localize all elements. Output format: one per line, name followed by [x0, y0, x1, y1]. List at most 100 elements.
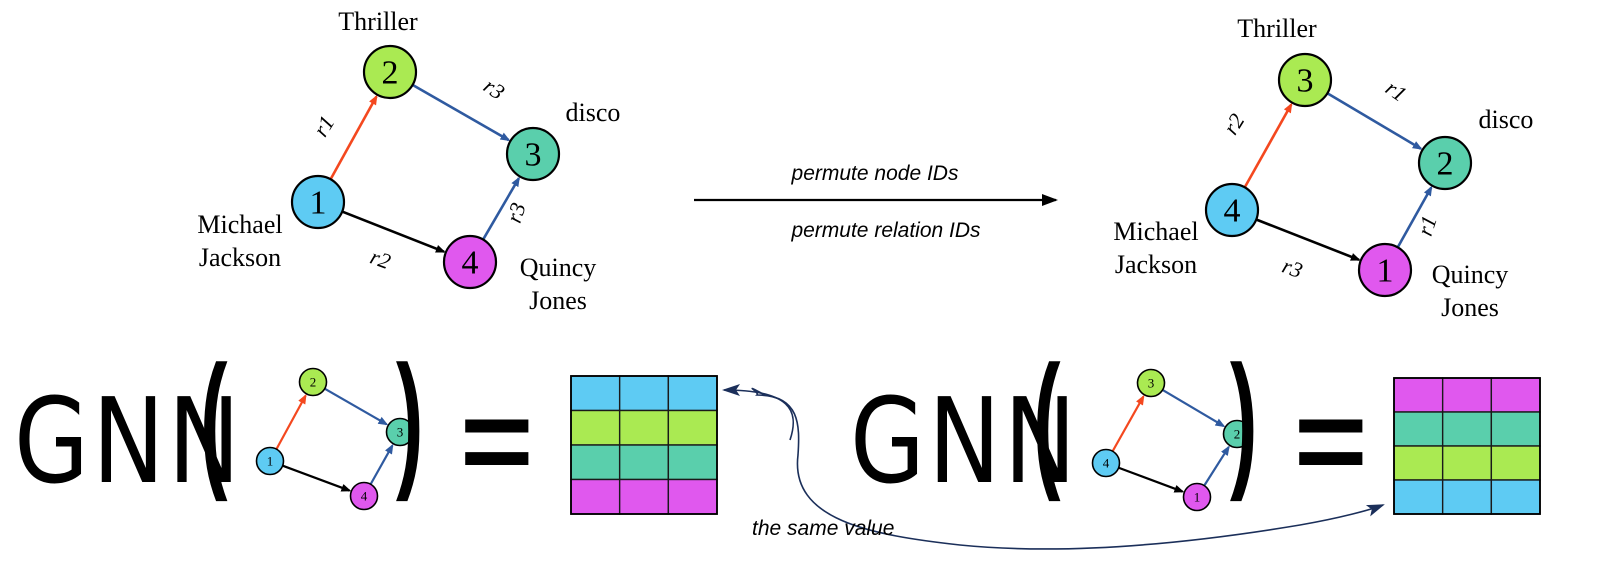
equals-sign: =	[460, 375, 534, 509]
original-entity-label: Michael	[197, 210, 282, 239]
original-node-id: 4	[462, 245, 479, 282]
permuted-node-thriller: 3	[1277, 52, 1333, 108]
original-entity-label: Jones	[529, 286, 587, 315]
open-parenthesis: (	[200, 334, 228, 503]
permuted-matrix-cell	[1441, 445, 1493, 481]
original-matrix-cell	[667, 478, 718, 515]
mini-permuted-node-id: 2	[1234, 426, 1241, 441]
permuted-relation-label: r3	[1279, 253, 1306, 283]
mini-original-edge-mj-to-thriller	[275, 393, 307, 450]
mini-permuted-node-circle	[1182, 482, 1212, 512]
permuted-matrix-row	[1393, 411, 1541, 447]
permuted-edge-mj-to-qj	[1255, 218, 1361, 261]
gnn-function-label: GNN	[850, 374, 1080, 511]
permuted-matrix-row	[1393, 445, 1541, 481]
original-matrix-cell	[618, 444, 670, 481]
permuted-entity-label: Michael	[1113, 217, 1198, 246]
original-edge-mj-to-qj	[341, 210, 446, 253]
mini-original-node-id: 1	[267, 453, 274, 468]
gnn-function-label: GNN	[14, 374, 244, 511]
mini-original-node-disco: 3	[385, 417, 415, 447]
original-matrix-cell	[570, 409, 621, 446]
permuted-node-mj: 4	[1204, 182, 1260, 238]
original-node-id: 3	[525, 137, 542, 174]
permuted-matrix-cell	[1393, 445, 1444, 481]
mini-original-node-circle	[255, 446, 285, 476]
original-relation-label: r1	[308, 111, 340, 141]
original-node-circle	[290, 174, 346, 230]
original-matrix-cell	[570, 444, 621, 481]
curved-arrow-to-original	[722, 384, 795, 441]
open-parenthesis: (	[1033, 334, 1061, 503]
mini-original-node-circle	[298, 367, 328, 397]
permuted-node-id: 2	[1437, 146, 1454, 183]
original-node-thriller: 2	[362, 44, 418, 100]
original-matrix-row	[570, 478, 718, 515]
mini-permuted-edge-qj-to-disco	[1203, 445, 1230, 487]
permuted-entity-label: Thriller	[1237, 14, 1317, 43]
original-matrix-cell	[618, 478, 670, 515]
original-matrix-cell	[570, 478, 621, 515]
permuted-entity-label: Jones	[1441, 293, 1499, 322]
permuted-matrix-cell	[1490, 377, 1541, 413]
mini-permuted-node-circle	[1222, 419, 1252, 449]
permuted-relation-label: r1	[1381, 75, 1411, 107]
permuted-matrix-cell	[1441, 377, 1493, 413]
mini-permuted-node-disco: 2	[1222, 419, 1252, 449]
permuted-matrix-cell	[1393, 411, 1444, 447]
mini-original-node-thriller: 2	[298, 367, 328, 397]
mini-permuted-node-id: 4	[1103, 455, 1110, 470]
original-entity-label: Thriller	[338, 7, 418, 36]
permuted-matrix-cell	[1490, 411, 1541, 447]
embedding-matrix-permuted	[1393, 377, 1541, 515]
permuted-node-id: 4	[1224, 193, 1241, 230]
permuted-node-qj: 1	[1357, 242, 1413, 298]
original-matrix-cell	[667, 409, 718, 446]
permuted-entity-label: Quincy	[1432, 260, 1509, 289]
original-relation-label: r3	[479, 73, 509, 105]
mini-original-edge-mj-to-qj	[282, 464, 352, 492]
original-matrix-row	[570, 444, 718, 481]
mini-permuted-edge-mj-to-thriller	[1111, 394, 1145, 452]
mini-permuted-node-id: 3	[1148, 375, 1155, 390]
permuted-edge-thriller-to-disco	[1326, 92, 1423, 150]
original-edge-thriller-to-disco	[411, 83, 511, 142]
permuted-entity-label: disco	[1479, 105, 1534, 134]
mini-permuted-edge-thriller-to-disco	[1162, 388, 1226, 428]
original-relation-label: r2	[367, 244, 394, 274]
permuted-node-id: 1	[1377, 253, 1394, 290]
permute-node-ids-label: permute node IDs	[791, 162, 959, 185]
mini-permuted-edge-mj-to-qj	[1118, 466, 1185, 493]
permuted-matrix-cell	[1393, 479, 1444, 515]
same-value-label: the same value	[752, 517, 894, 540]
permutation-transform: permute node IDs permute relation IDs	[694, 162, 1058, 242]
original-node-id: 2	[382, 55, 399, 92]
mini-original-node-mj: 1	[255, 446, 285, 476]
original-node-disco: 3	[505, 126, 561, 182]
permuted-matrix-row	[1393, 479, 1541, 515]
original-edge-qj-to-disco	[481, 176, 521, 241]
original-matrix-cell	[618, 375, 670, 412]
original-entity-label: Quincy	[520, 253, 597, 282]
permuted-matrix-cell	[1393, 377, 1444, 413]
permuted-matrix-cell	[1490, 479, 1541, 515]
original-edge-mj-to-thriller	[329, 94, 378, 180]
original-matrix-cell	[667, 375, 718, 412]
permuted-relation-label: r2	[1218, 109, 1250, 139]
original-node-qj: 4	[442, 234, 498, 290]
mini-original-edge-thriller-to-disco	[324, 387, 389, 426]
original-matrix-cell	[570, 375, 621, 412]
permuted-entity-label: Jackson	[1115, 250, 1197, 279]
original-matrix-row	[570, 375, 718, 412]
permuted-matrix-border	[1393, 377, 1541, 515]
original-matrix-border	[570, 375, 718, 515]
permuted-matrix-cell	[1490, 445, 1541, 481]
mini-original-node-circle	[385, 417, 415, 447]
permuted-edge-mj-to-thriller	[1243, 102, 1293, 188]
